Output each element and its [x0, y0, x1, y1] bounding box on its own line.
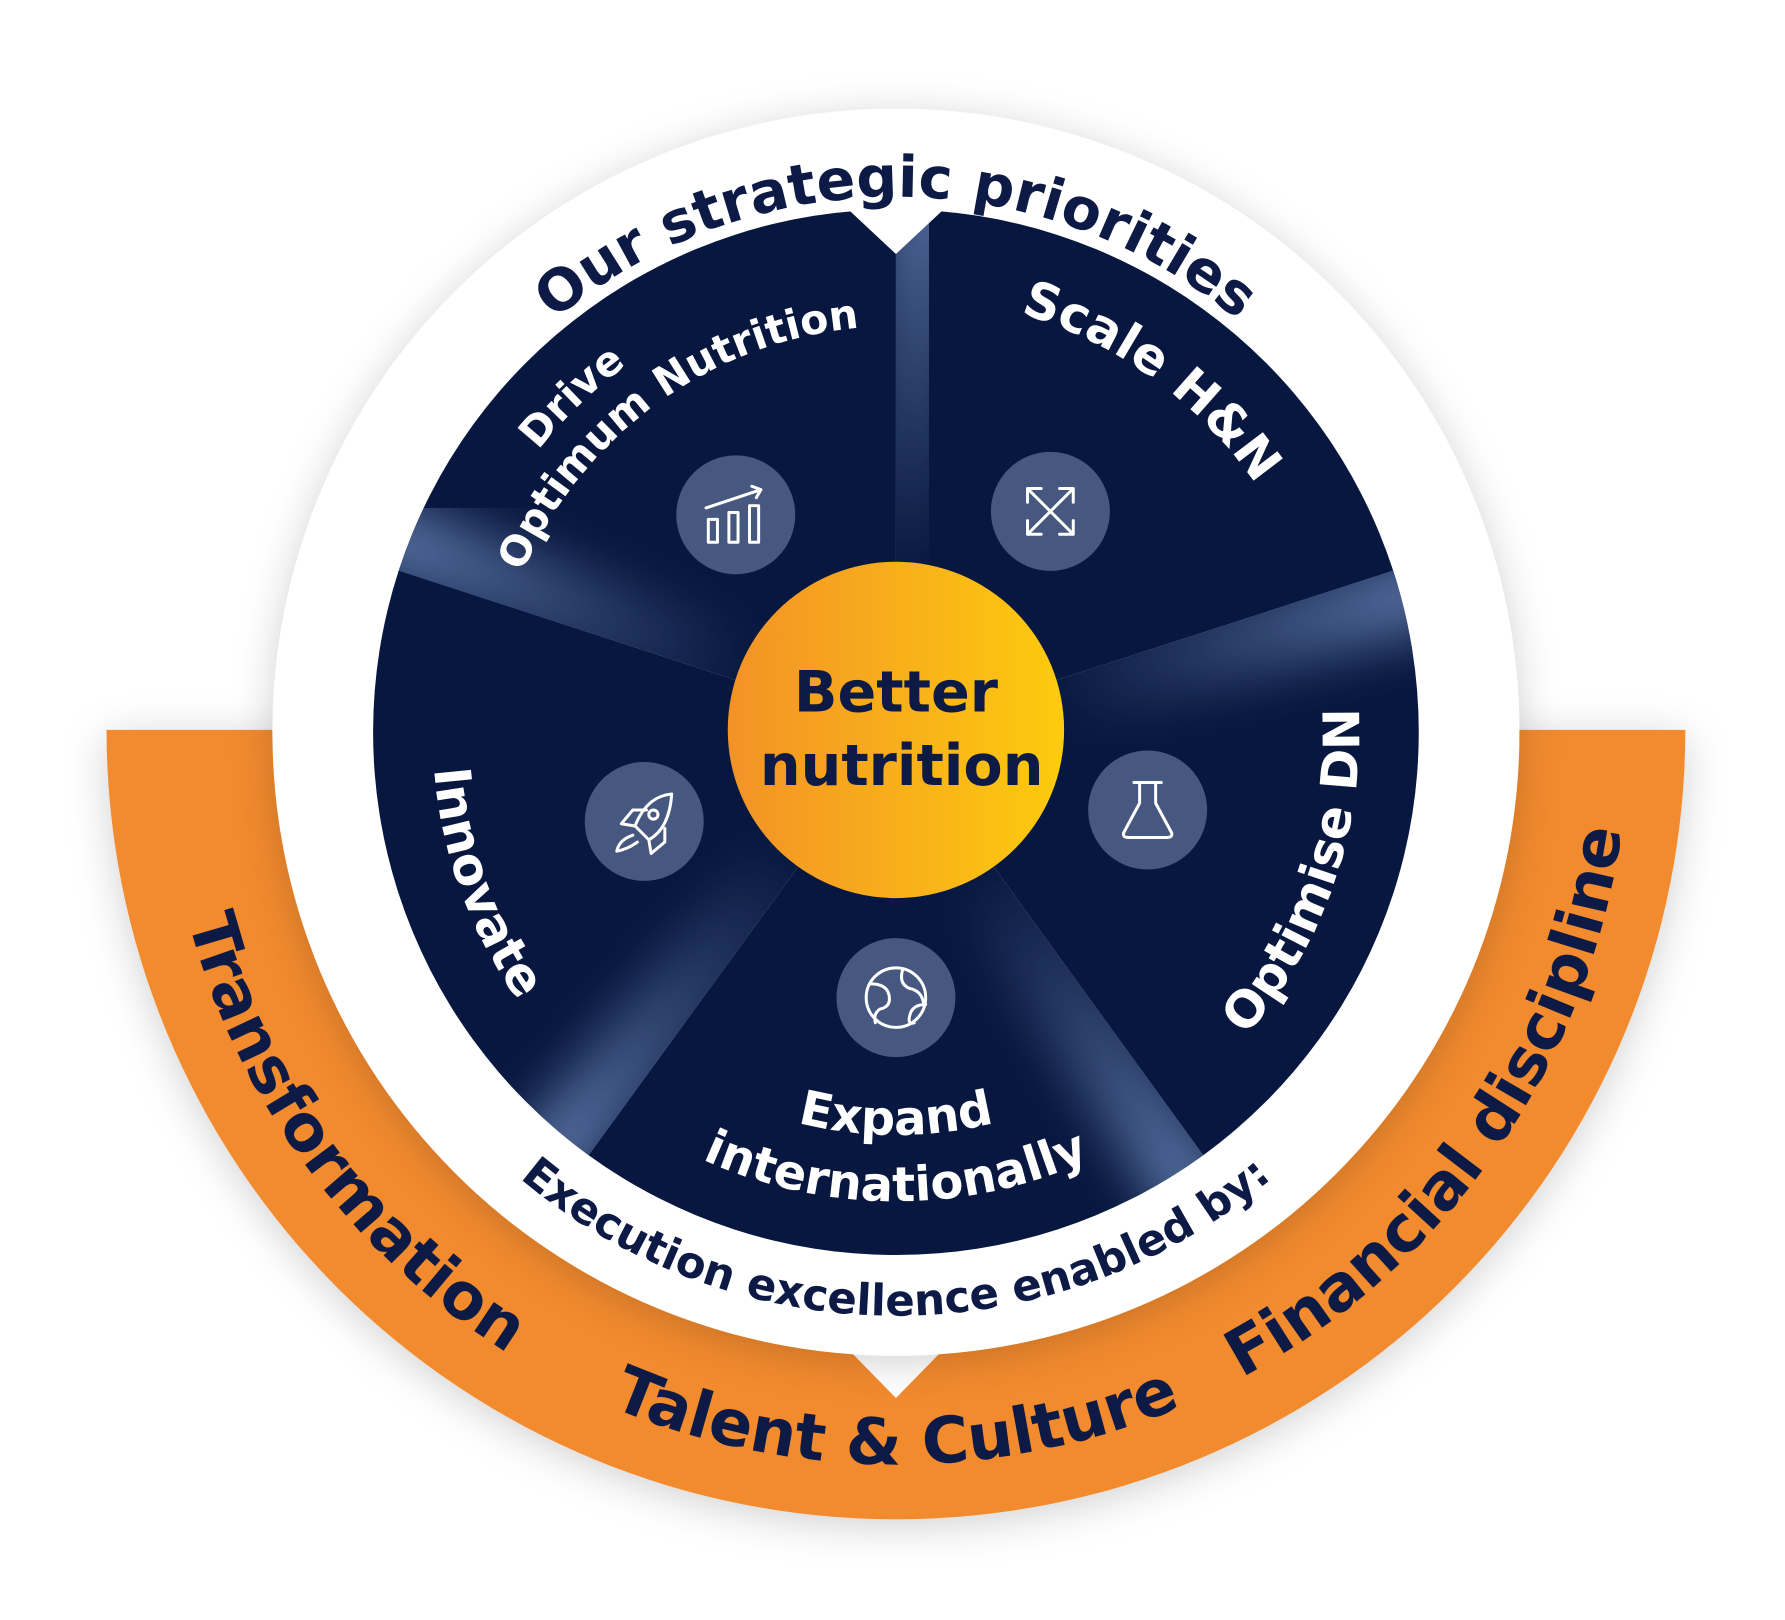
bar-chart-growth-icon — [704, 484, 763, 544]
center-circle — [727, 561, 1065, 899]
top-notch — [844, 205, 948, 254]
flask-icon — [1121, 781, 1174, 839]
icon-scale — [990, 451, 1110, 571]
bottom-notch — [846, 1347, 946, 1399]
center-line-2: nutrition — [760, 733, 1044, 799]
rocket-icon — [615, 792, 674, 855]
wedge-scale — [895, 209, 1394, 733]
icon-expand — [836, 938, 956, 1058]
icon-optimise — [1088, 750, 1208, 870]
icon-drive — [676, 455, 796, 575]
expand-arrows-icon — [1026, 487, 1075, 536]
center-line-1: Better — [794, 660, 999, 726]
globe-icon — [864, 966, 928, 1029]
icon-innovate — [584, 761, 704, 881]
